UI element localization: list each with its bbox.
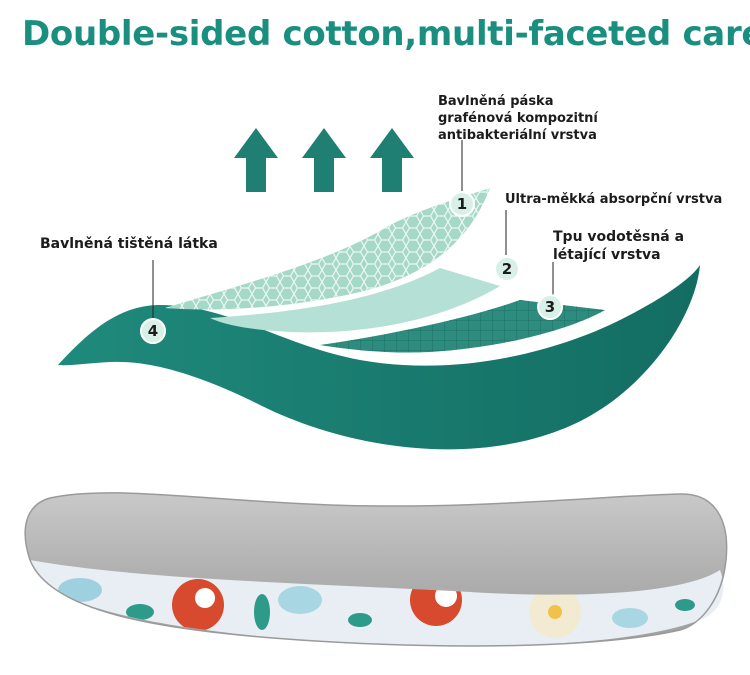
arrow-up-icon <box>370 128 414 192</box>
page-title: Double-sided cotton,multi-faceted care <box>22 14 750 54</box>
marker-2: 2 <box>494 256 520 282</box>
marker-1: 1 <box>449 191 475 217</box>
svg-text:2: 2 <box>502 260 512 278</box>
label-layer-4: Bavlněná tištěná látka <box>40 236 218 252</box>
arrow-up-icon <box>234 128 278 192</box>
svg-text:4: 4 <box>148 322 158 340</box>
leader-lines <box>152 140 554 318</box>
label-layer-3: Tpu vodotěsná a létající vrstva <box>553 229 685 263</box>
absorbent-layer <box>210 268 500 333</box>
arrow-up-icon <box>302 128 346 192</box>
insole-image <box>24 492 728 647</box>
upward-arrows <box>234 128 414 192</box>
cotton-printed-layer <box>58 265 700 450</box>
floral-fabric <box>58 574 695 638</box>
svg-text:1: 1 <box>457 195 467 213</box>
label-layer-1: Bavlněná páska grafénová kompozitní anti… <box>438 94 598 143</box>
svg-text:3: 3 <box>545 298 555 316</box>
marker-4: 4 <box>140 318 166 344</box>
marker-3: 3 <box>537 294 563 320</box>
label-layer-2: Ultra-měkká absorpční vrstva <box>505 192 723 207</box>
